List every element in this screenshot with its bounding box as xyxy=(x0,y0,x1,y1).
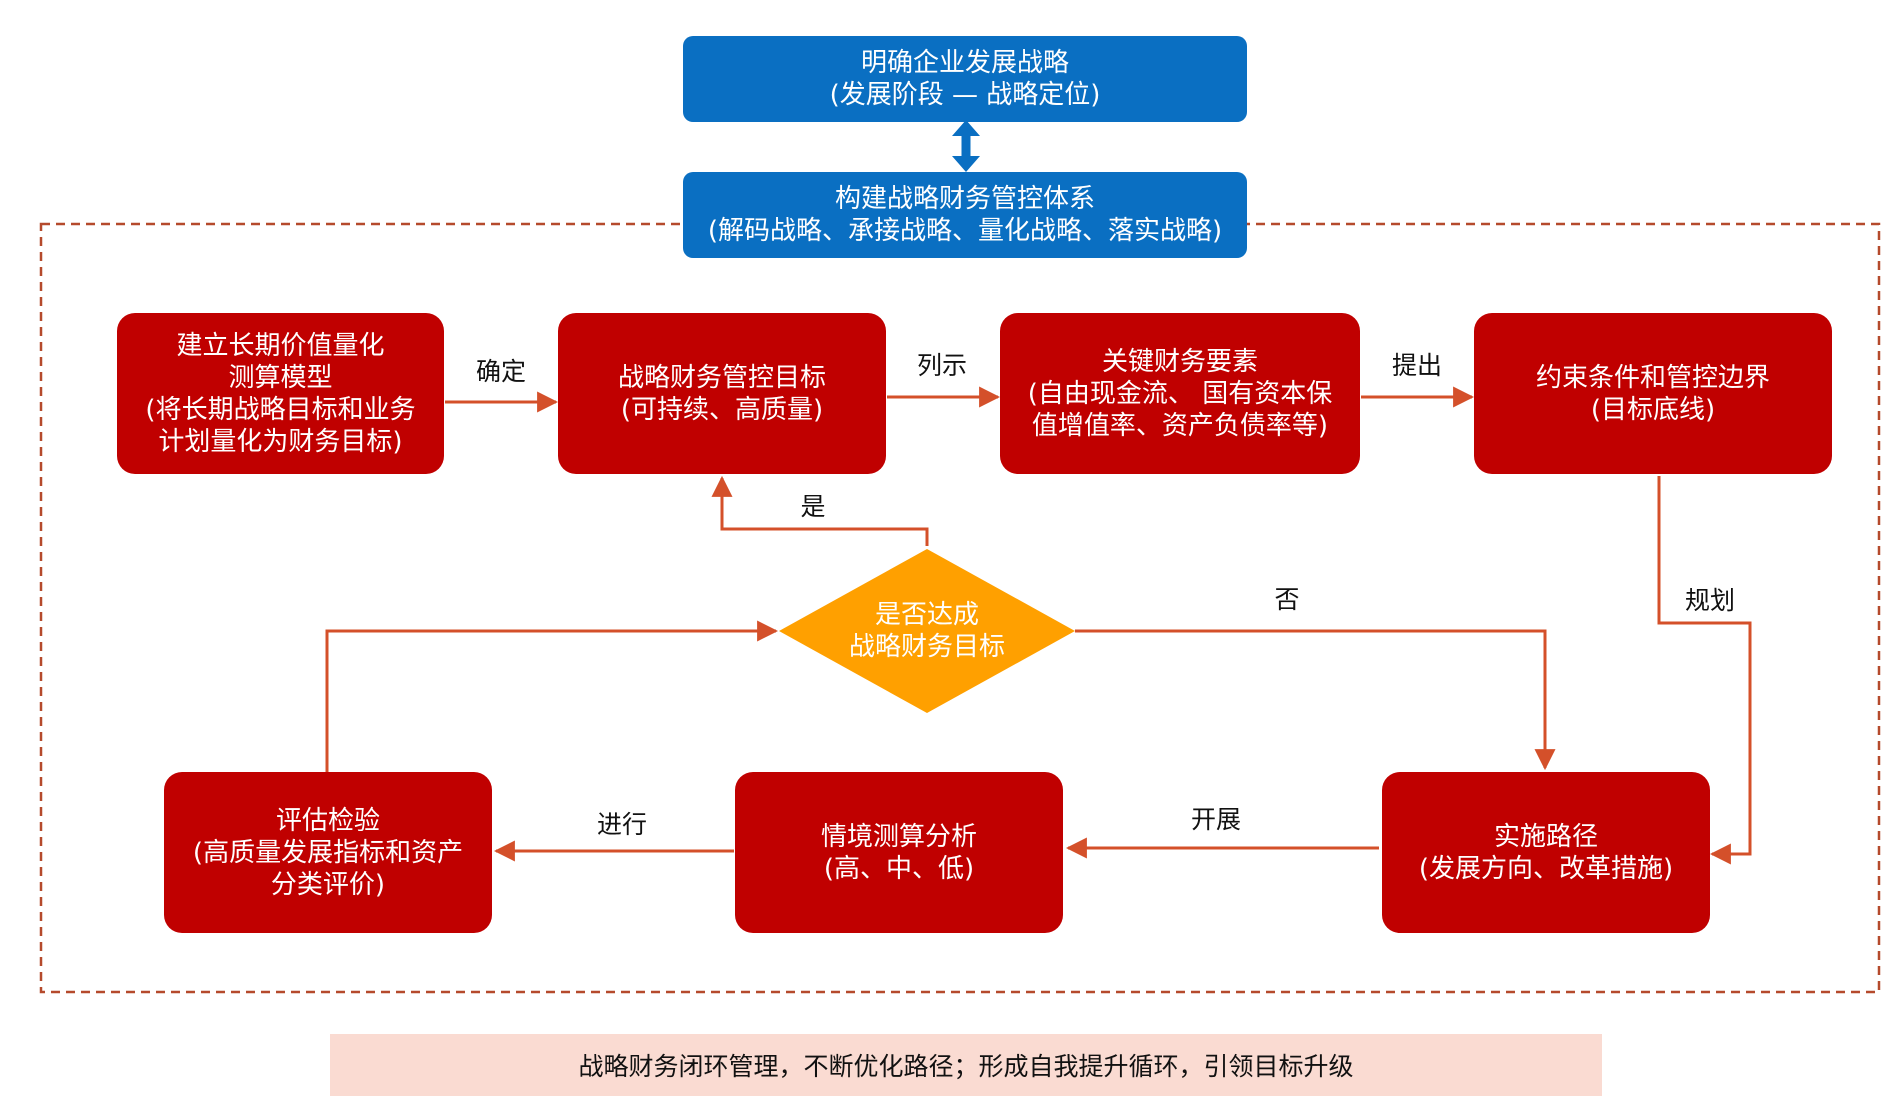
node-constraints-line-1: 约束条件和管控边界 xyxy=(1535,362,1770,393)
node-evaluate-line-1: 评估检验 xyxy=(275,805,380,836)
node-elements-line-3: 值增值率、资产负债率等) xyxy=(1031,410,1329,441)
edge-label-yes: 是 xyxy=(800,492,826,521)
node-path: 实施路径 (发展方向、改革措施) xyxy=(1382,772,1710,933)
edge-label-confirm: 确定 xyxy=(475,357,527,386)
decision-diamond xyxy=(779,549,1075,713)
node-system: 构建战略财务管控体系 (解码战略、承接战略、量化战略、落实战略) xyxy=(683,172,1247,258)
node-model-line-3: (将长期战略目标和业务 xyxy=(145,394,416,425)
arrow-no xyxy=(1075,629,1556,771)
summary-banner: 战略财务闭环管理，不断优化路径；形成自我提升循环，引领目标升级 xyxy=(330,1034,1602,1096)
node-model-line-1: 建立长期价值量化 xyxy=(176,330,385,361)
node-model-line-4: 计划量化为财务目标) xyxy=(158,426,403,457)
edge-label-carry-out: 进行 xyxy=(596,810,648,839)
node-scenario-line-1: 情境测算分析 xyxy=(820,821,977,852)
double-arrow-blue xyxy=(952,120,980,172)
decision-text: 是否达成 战略财务目标 xyxy=(800,590,1054,672)
arrow-evaluate-to-decision xyxy=(325,620,779,772)
node-constraints: 约束条件和管控边界 (目标底线) xyxy=(1474,313,1832,474)
node-constraints-line-2: (目标底线) xyxy=(1590,394,1716,425)
node-strategy-line-2: (发展阶段 — 战略定位) xyxy=(829,80,1101,110)
node-evaluate-line-3: 分类评价) xyxy=(270,869,386,900)
node-scenario-line-2: (高、中、低) xyxy=(823,853,975,884)
arrow-plan xyxy=(1657,476,1752,865)
node-system-line-1: 构建战略财务管控体系 xyxy=(834,184,1095,214)
decision-line-2: 战略财务目标 xyxy=(848,632,1005,662)
node-target: 战略财务管控目标 (可持续、高质量) xyxy=(558,313,886,474)
node-strategy: 明确企业发展战略 (发展阶段 — 战略定位) xyxy=(683,36,1247,122)
decision-line-1: 是否达成 xyxy=(874,600,979,630)
node-path-line-2: (发展方向、改革措施) xyxy=(1418,853,1674,884)
edge-label-list: 列示 xyxy=(916,351,968,380)
edge-label-develop: 开展 xyxy=(1190,805,1242,834)
edge-label-plan: 规划 xyxy=(1684,586,1736,615)
node-target-line-2: (可持续、高质量) xyxy=(620,394,824,425)
node-evaluate: 评估检验 (高质量发展指标和资产 分类评价) xyxy=(164,772,492,933)
node-evaluate-line-2: (高质量发展指标和资产 xyxy=(192,837,464,868)
edge-label-propose: 提出 xyxy=(1391,351,1443,380)
node-elements: 关键财务要素 (自由现金流、 国有资本保 值增值率、资产负债率等) xyxy=(1000,313,1360,474)
edge-label-no: 否 xyxy=(1274,585,1300,614)
node-system-line-2: (解码战略、承接战略、量化战略、落实战略) xyxy=(707,216,1223,246)
node-elements-line-1: 关键财务要素 xyxy=(1101,346,1258,377)
node-path-line-1: 实施路径 xyxy=(1493,821,1598,852)
node-strategy-line-1: 明确企业发展战略 xyxy=(860,48,1069,78)
node-model: 建立长期价值量化 测算模型 (将长期战略目标和业务 计划量化为财务目标) xyxy=(117,313,444,474)
arrow-yes xyxy=(711,475,929,546)
node-target-line-1: 战略财务管控目标 xyxy=(617,362,826,393)
node-scenario: 情境测算分析 (高、中、低) xyxy=(735,772,1063,933)
node-model-line-2: 测算模型 xyxy=(228,362,333,393)
node-elements-line-2: (自由现金流、 国有资本保 xyxy=(1027,378,1333,409)
